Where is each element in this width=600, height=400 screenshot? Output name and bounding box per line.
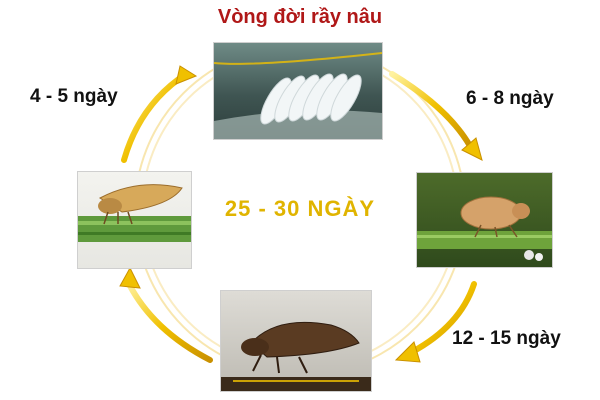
arrow-head-top-right (461, 137, 483, 161)
eggs-illustration (214, 52, 382, 139)
photo-late-nymph (220, 290, 372, 392)
diagram-title: Vòng đời rầy nâu (217, 6, 383, 28)
arrow-top-right (389, 71, 473, 149)
arrow-bottom-left (125, 279, 213, 363)
photo-adult (77, 171, 192, 269)
photo-eggs (213, 42, 383, 140)
planthopper-late-nymph (221, 321, 371, 391)
arrow-head-bottom-left (119, 266, 141, 289)
duration-adult: 4 - 5 ngày (30, 86, 118, 107)
planthopper-adult (78, 184, 191, 242)
total-duration: 25 - 30 NGÀY (224, 196, 376, 221)
planthopper-nymph (417, 196, 552, 261)
arrow-head-bottom-right (394, 341, 421, 363)
arrow-bottom-right (409, 281, 477, 355)
arrow-head-top-left (175, 65, 198, 85)
duration-nymph: 12 - 15 ngày (452, 328, 561, 349)
photo-nymph (416, 172, 553, 268)
duration-egg: 6 - 8 ngày (466, 88, 554, 109)
